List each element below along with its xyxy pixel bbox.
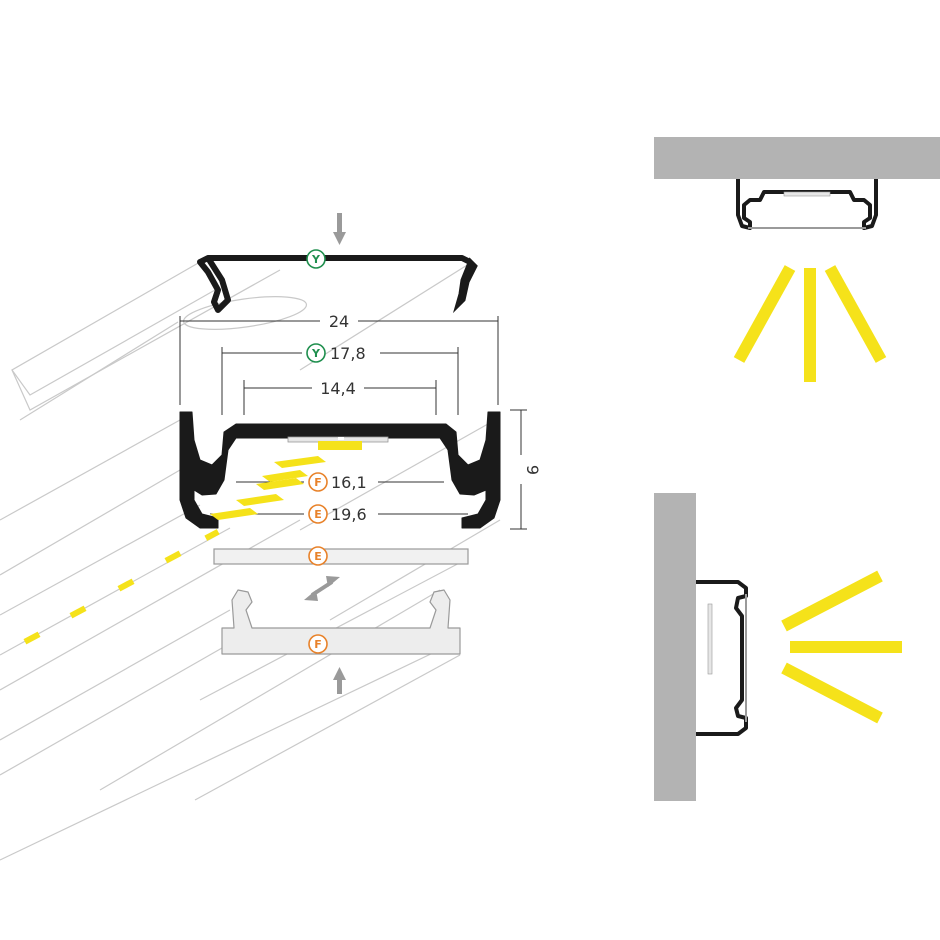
dimension-24-label: 24: [329, 312, 349, 331]
badge-e-dim-label: E: [314, 508, 322, 521]
profile-cross-section: [179, 411, 501, 529]
badge-y-dim: [306, 343, 326, 363]
wall-mount-illustration: [654, 493, 902, 801]
badge-e-dim: [308, 504, 328, 524]
perspective-extrusion: [0, 261, 501, 861]
dimension-19-6-label: 19,6: [331, 505, 367, 524]
dimension-9-label: 9: [523, 465, 542, 475]
dimension-17-8-label: 17,8: [330, 344, 366, 363]
badge-f-cover: [308, 634, 328, 654]
cover-y: Y: [197, 249, 478, 314]
ceiling: [654, 137, 940, 179]
arrow-down-icon: [333, 213, 346, 245]
dimension-14-4-label: 14,4: [320, 379, 356, 398]
dimension-lines: [179, 316, 527, 530]
dimension-16-1-label: 16,1: [331, 473, 367, 492]
badge-e-cover-label: E: [314, 550, 322, 563]
badge-y-top-label: Y: [311, 253, 321, 266]
led-chips-inner: [210, 456, 326, 520]
double-arrow-icon: [304, 576, 340, 601]
badge-f-dim: [308, 472, 328, 492]
badge-e-cover: [308, 546, 328, 566]
arrow-up-icon: [333, 667, 346, 694]
wall: [654, 493, 696, 801]
badge-y-dim-label: Y: [311, 347, 321, 360]
ceiling-mount-illustration: [654, 137, 940, 382]
led-chips-perspective: [23, 529, 220, 645]
badge-f-dim-label: F: [314, 476, 322, 489]
badge-y-top: [306, 249, 326, 269]
badge-f-cover-label: F: [314, 638, 322, 651]
cover-f: F: [221, 589, 461, 655]
cover-e: E: [213, 546, 469, 566]
